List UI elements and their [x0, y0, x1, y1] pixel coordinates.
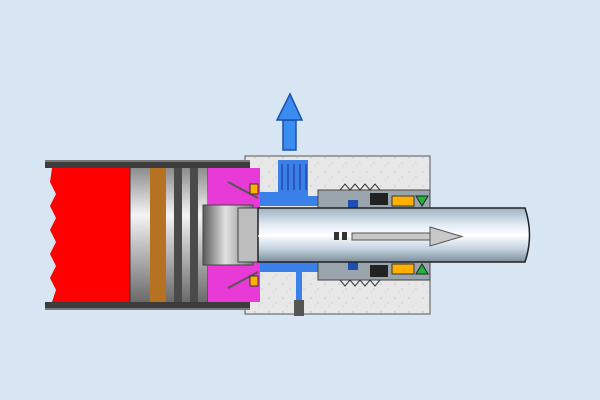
- arrow-right-icon: [334, 226, 464, 247]
- rod-gland: [317, 183, 431, 287]
- cylinder-barrel: [45, 160, 250, 310]
- wiper-seal: [391, 195, 415, 207]
- cap-side-fluid: [50, 168, 130, 302]
- check-valve-bottom: [227, 271, 259, 289]
- check-valve-top: [227, 181, 259, 199]
- piston: [129, 168, 209, 302]
- bleed-screw: [294, 300, 304, 316]
- piston-boss: [202, 204, 261, 266]
- piston-seal: [150, 168, 166, 302]
- arrow-up-icon: [275, 92, 304, 151]
